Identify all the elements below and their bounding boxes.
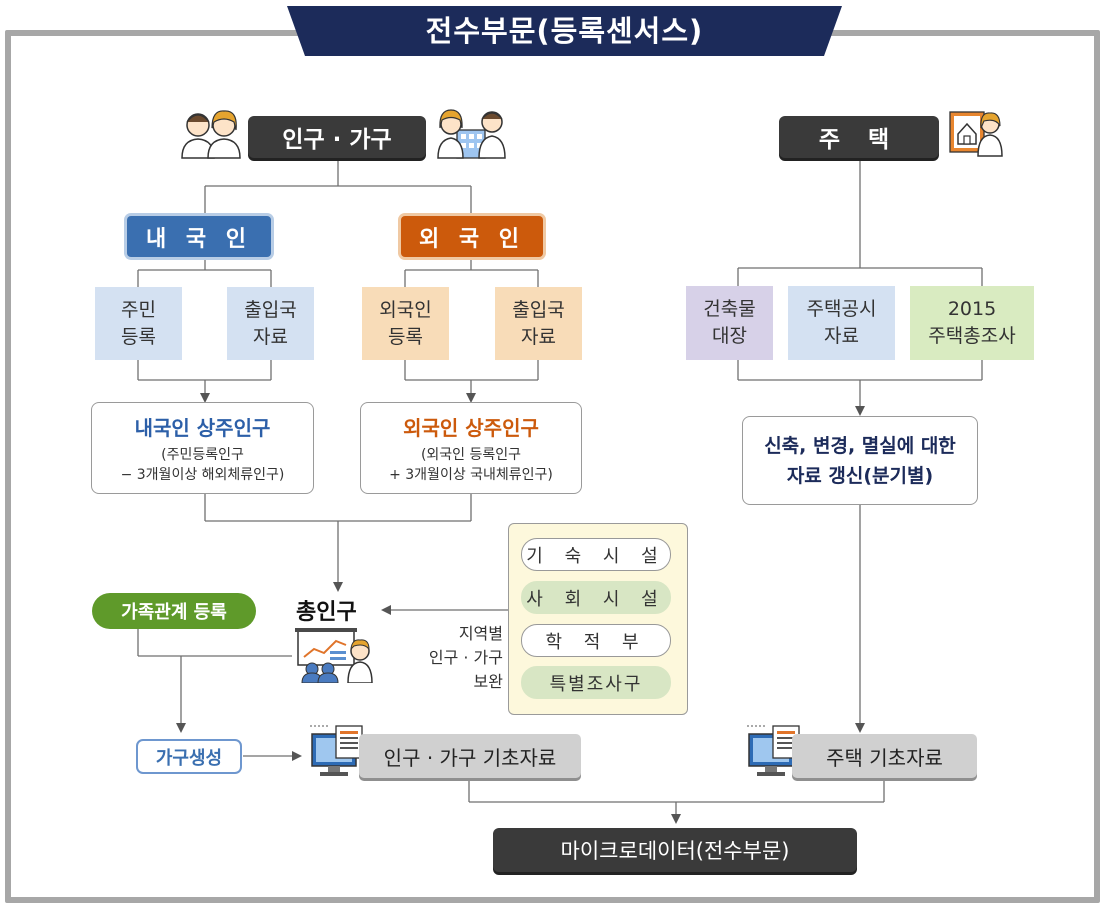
source-immigration-foreign: 출입국 자료 bbox=[495, 287, 582, 360]
housing-quarterly-update: 신축, 변경, 멸실에 대한 자료 갱신(분기별) bbox=[742, 416, 978, 505]
couple-icon bbox=[181, 110, 241, 159]
household-generation: 가구생성 bbox=[136, 739, 242, 774]
family-building-icon bbox=[437, 109, 506, 159]
supplement-special-district: 특별조사구 bbox=[521, 666, 671, 699]
domestic-header: 내 국 인 bbox=[127, 216, 271, 257]
total-population-label: 총인구 bbox=[296, 600, 357, 625]
source-building-register: 건축물 대장 bbox=[686, 286, 773, 360]
page-title: 전수부문(등록센서스) bbox=[425, 14, 704, 48]
source-immigration-domestic: 출입국 자료 bbox=[227, 287, 314, 360]
source-housing-notice: 주택공시 자료 bbox=[788, 286, 895, 360]
presentation-icon bbox=[295, 628, 373, 683]
source-housing-census-2015: 2015 주택총조사 bbox=[910, 286, 1034, 360]
population-household-base-data: 인구 · 가구 기초자료 bbox=[359, 734, 581, 778]
foreign-header: 외 국 인 bbox=[401, 216, 543, 257]
microdata-final: 마이크로데이터(전수부문) bbox=[493, 828, 857, 872]
source-foreigner-registration: 외국인 등록 bbox=[362, 287, 449, 360]
population-household-header: 인구 · 가구 bbox=[248, 116, 426, 158]
house-agent-icon bbox=[949, 111, 1003, 157]
title-banner bbox=[287, 6, 842, 56]
domestic-resident-population: 내국인 상주인구 (주민등록인구 − 3개월이상 해외체류인구) bbox=[91, 402, 314, 494]
supplement-school-register: 학 적 부 bbox=[521, 624, 671, 657]
family-relation-registration: 가족관계 등록 bbox=[92, 593, 256, 629]
foreign-resident-population: 외국인 상주인구 (외국인 등록인구 + 3개월이상 국내체류인구) bbox=[360, 402, 582, 494]
regional-supplement-note: 지역별 인구 · 가구 보완 bbox=[428, 624, 503, 691]
housing-base-data: 주택 기초자료 bbox=[792, 734, 977, 778]
source-resident-registration: 주민 등록 bbox=[95, 287, 182, 360]
housing-header: 주 택 bbox=[779, 116, 939, 158]
supplement-dormitory: 기 숙 시 설 bbox=[521, 538, 671, 571]
supplement-social-facility: 사 회 시 설 bbox=[521, 581, 671, 614]
